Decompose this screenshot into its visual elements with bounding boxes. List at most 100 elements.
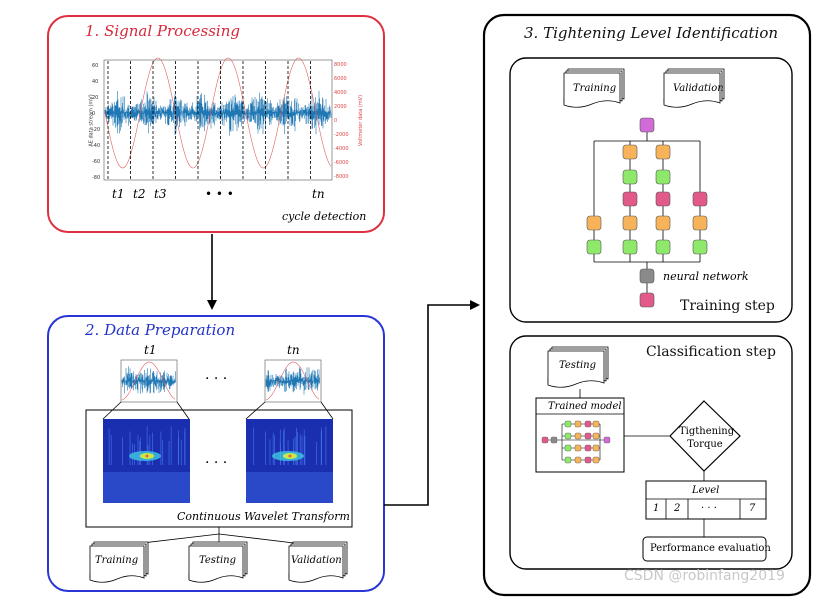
cycle-detection-caption: cycle detection: [282, 210, 367, 223]
ytick-left: -40: [92, 143, 101, 149]
doc-validation-label: Validation: [291, 555, 342, 566]
mini-nn-node: [564, 444, 572, 452]
level-cell-dots: · · ·: [701, 503, 717, 514]
document-validation-icon: [288, 541, 348, 583]
document-training-icon: [89, 541, 149, 583]
train-doc-training-label: Training: [573, 83, 617, 94]
spectrogram-peak-core: [288, 454, 292, 458]
document-page: [288, 545, 344, 583]
nn-layer-node: [622, 239, 638, 255]
nn-layer-node: [655, 144, 671, 160]
nn-layer-node: [622, 144, 638, 160]
ytick-left: -60: [92, 159, 101, 165]
ytick-left: 0: [92, 111, 96, 117]
mini-nn-node: [574, 432, 582, 440]
ytick-right: 0: [334, 118, 338, 124]
ytick-right: -6000: [334, 160, 349, 166]
level-title: Level: [692, 485, 720, 496]
mini-nn-node: [574, 456, 582, 464]
mini-nn-node: [592, 444, 600, 452]
nn-input-node: [639, 117, 655, 133]
signal-thumb-first: [120, 359, 178, 403]
thumb-label-tn: tn: [287, 343, 300, 357]
ytick-left: -20: [92, 127, 101, 133]
cycle-label-t2: t2: [133, 187, 146, 201]
mini-nn-node: [564, 456, 572, 464]
nn-layer-node: [622, 191, 638, 207]
nn-layer-node: [655, 239, 671, 255]
training-step-label: Training step: [680, 298, 775, 314]
signal-plot: [103, 57, 333, 181]
test-doc-label: Testing: [559, 360, 597, 371]
thumb-voltage-trace: [265, 361, 320, 401]
tightening-title: 3. Tightening Level Identification: [524, 24, 779, 42]
train-doc-validation-label: Validation: [673, 83, 724, 94]
nn-layer-node: [692, 239, 708, 255]
decision-label: Tigthening Torque: [679, 426, 735, 450]
mini-nn-node: [584, 444, 592, 452]
cycle-label-tn: tn: [312, 187, 325, 201]
document-page: [547, 350, 605, 388]
thumbs-ellipsis: · · ·: [205, 371, 228, 387]
mini-nn-node: [592, 420, 600, 428]
nn-layer-node: [586, 239, 602, 255]
thumb-voltage-trace: [121, 361, 176, 401]
ytick-left: -80: [92, 175, 101, 181]
nn-layer-node: [692, 215, 708, 231]
nn-layer-node: [692, 191, 708, 207]
nn-layer-node: [655, 169, 671, 185]
document-page: [89, 545, 145, 583]
ytick-right: 8000: [334, 62, 347, 68]
plot-ylabel-left: AE data stream (mV): [88, 94, 95, 147]
mini-nn-node: [564, 432, 572, 440]
nn-output-node: [639, 292, 655, 308]
classification-step-label: Classification step: [646, 344, 776, 360]
nn-layer-node: [586, 215, 602, 231]
spectrogram-peak-core: [145, 454, 149, 458]
spectrogram-lowband: [103, 472, 190, 503]
plot-ylabel-right: Voltmeter data (mV): [358, 94, 365, 147]
mini-nn-node: [564, 420, 572, 428]
cycle-label-dots: • • •: [205, 187, 234, 201]
nn-layer-node: [622, 215, 638, 231]
nn-layer-node: [655, 215, 671, 231]
ytick-right: -4000: [334, 146, 349, 152]
ytick-left: 60: [92, 63, 99, 69]
spectrogram-first: [103, 419, 190, 503]
ae-signal-trace: [104, 90, 332, 136]
ytick-right: 6000: [334, 76, 347, 82]
signal-thumb-last: [264, 359, 322, 403]
signal-processing-title: 1. Signal Processing: [85, 22, 240, 40]
nn-layer-node: [655, 191, 671, 207]
neural-network-label: neural network: [663, 270, 749, 283]
mini-nn-core-node: [550, 436, 558, 444]
ytick-right: 4000: [334, 90, 347, 96]
mini-nn-node: [584, 456, 592, 464]
mini-nn-output-node: [541, 436, 549, 444]
doc-testing-label: Testing: [199, 555, 237, 566]
document-page: [663, 72, 721, 108]
document-page: [563, 72, 621, 108]
level-table: [645, 480, 767, 520]
train-document-validation-icon: [663, 68, 725, 108]
watermark: CSDN @robinfang2019: [624, 568, 785, 584]
cycle-label-t1: t1: [112, 187, 125, 201]
mini-nn-node: [584, 420, 592, 428]
cwt-label: Continuous Wavelet Transform: [177, 510, 350, 523]
neural-network-diagram: [586, 117, 708, 308]
mini-nn-node: [592, 432, 600, 440]
nn-core-node: [639, 268, 655, 284]
nn-layer-node: [622, 169, 638, 185]
ytick-right: -2000: [334, 132, 349, 138]
level-cell-1: 1: [653, 503, 660, 514]
ytick-left: 40: [92, 79, 99, 85]
document-page: [188, 545, 244, 583]
performance-evaluation-label: Performance evaluation: [650, 543, 771, 554]
arrow-2-to-3: [384, 300, 480, 506]
train-document-training-icon: [563, 68, 625, 108]
thumb-label-t1: t1: [144, 343, 157, 357]
spectrogram-last: [246, 419, 333, 503]
test-document-icon: [547, 346, 609, 388]
document-testing-icon: [188, 541, 248, 583]
ytick-right: -8000: [334, 174, 349, 180]
